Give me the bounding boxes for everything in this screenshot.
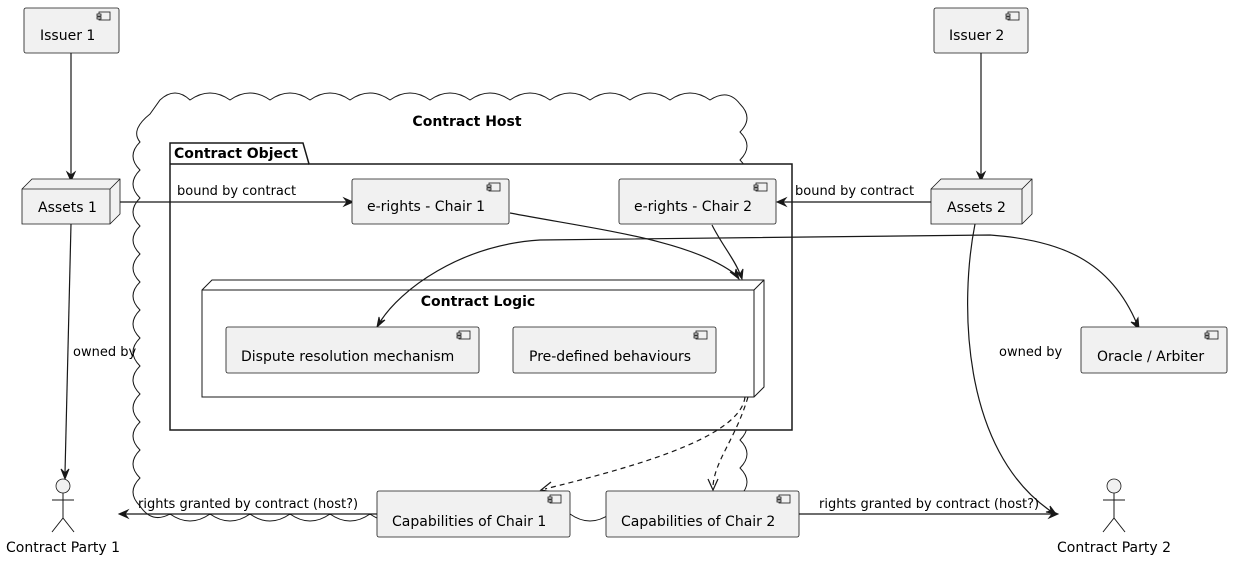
rights-granted-label-2: rights granted by contract (host?) — [819, 497, 1039, 512]
component-dispute-resolution[interactable]: Dispute resolution mechanism — [225, 326, 480, 374]
contract-party-2-label: Contract Party 2 — [1057, 540, 1171, 556]
bound-by-contract-label-2: bound by contract — [795, 184, 914, 199]
predefined-behaviours-label: Pre-defined behaviours — [529, 349, 691, 365]
capabilities-chair-2-label: Capabilities of Chair 2 — [621, 514, 775, 530]
bound-by-contract-label-1: bound by contract — [177, 184, 296, 199]
component-oracle-arbiter[interactable]: Oracle / Arbiter — [1080, 326, 1228, 374]
component-capabilities-chair-1[interactable]: Capabilities of Chair 1 — [376, 490, 571, 538]
component-issuer-1[interactable]: Issuer 1 — [23, 7, 120, 54]
contract-party-1-label: Contract Party 1 — [6, 540, 120, 556]
issuer-1-label: Issuer 1 — [40, 28, 95, 44]
contract-object-label: Contract Object — [174, 146, 298, 162]
assets-1-label: Assets 1 — [38, 200, 97, 216]
component-capabilities-chair-2[interactable]: Capabilities of Chair 2 — [605, 490, 800, 538]
component-icon — [1005, 11, 1020, 21]
actor-contract-party-2[interactable]: Contract Party 2 — [1057, 478, 1171, 556]
owned-by-label-1: owned by — [73, 345, 136, 360]
actor-contract-party-1[interactable]: Contract Party 1 — [6, 478, 120, 556]
chair-2-label: e-rights - Chair 2 — [634, 199, 752, 215]
contract-logic-label: Contract Logic — [421, 294, 535, 310]
chair-1-label: e-rights - Chair 1 — [367, 199, 485, 215]
component-chair-1[interactable]: e-rights - Chair 1 — [351, 178, 510, 225]
issuer-2-label: Issuer 2 — [949, 28, 1004, 44]
contract-host-label: Contract Host — [412, 114, 521, 130]
assets-2-label: Assets 2 — [947, 200, 1006, 216]
capabilities-chair-1-label: Capabilities of Chair 1 — [392, 514, 546, 530]
oracle-arbiter-label: Oracle / Arbiter — [1097, 349, 1204, 365]
edge-labels: bound by contract bound by contract owne… — [73, 184, 1062, 512]
component-icon — [486, 182, 501, 192]
component-icon — [753, 182, 768, 192]
component-chair-2[interactable]: e-rights - Chair 2 — [618, 178, 777, 225]
component-icon — [547, 494, 562, 504]
rights-granted-label-1: rights granted by contract (host?) — [138, 497, 358, 512]
edges — [60, 53, 1140, 520]
node-assets-2[interactable]: Assets 2 — [930, 178, 1033, 225]
component-icon — [1204, 330, 1219, 340]
owned-by-label-2: owned by — [999, 345, 1062, 360]
component-predefined-behaviours[interactable]: Pre-defined behaviours — [512, 326, 717, 374]
component-icon — [96, 11, 111, 21]
component-issuer-2[interactable]: Issuer 2 — [933, 7, 1029, 54]
dispute-resolution-label: Dispute resolution mechanism — [241, 349, 454, 365]
component-icon — [693, 330, 708, 340]
component-icon — [776, 494, 791, 504]
node-assets-1[interactable]: Assets 1 — [21, 178, 121, 225]
component-icon — [456, 330, 471, 340]
